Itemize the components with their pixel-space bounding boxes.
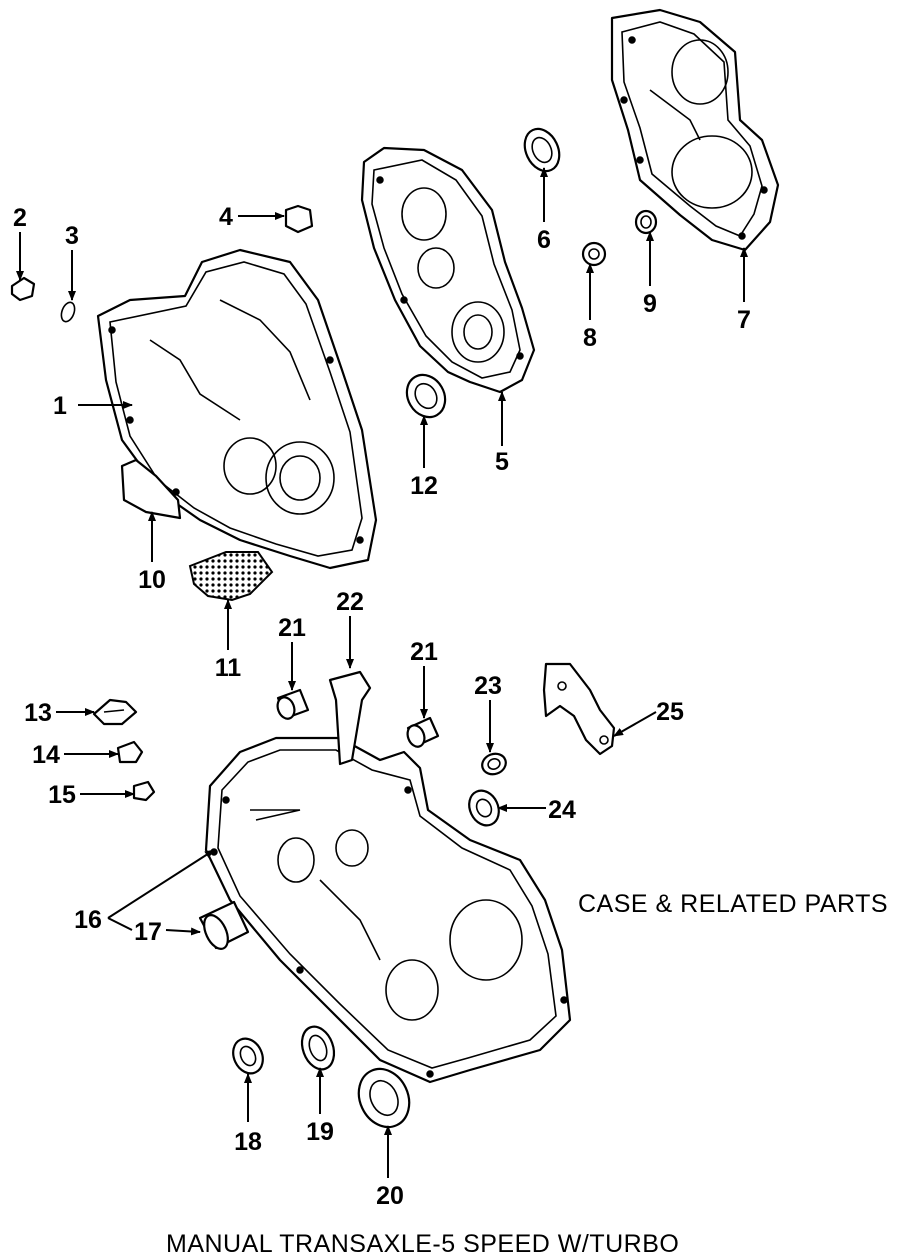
- callout-1: 1: [53, 392, 67, 420]
- part-2-bolt[interactable]: [10, 276, 36, 302]
- callout-25: 25: [656, 698, 684, 726]
- callout-16: 16: [74, 906, 102, 934]
- part-21-bushing-left[interactable]: [275, 688, 310, 721]
- part-20-bearing[interactable]: [350, 1061, 419, 1136]
- callout-19: 19: [306, 1118, 334, 1146]
- part-7-rear-cover[interactable]: [610, 8, 780, 252]
- callout-23: 23: [474, 672, 502, 700]
- part-16-transaxle-case[interactable]: [204, 736, 572, 1084]
- callout-8: 8: [583, 324, 597, 352]
- callout-24: 24: [548, 796, 576, 824]
- part-12-oil-seal[interactable]: [399, 368, 452, 424]
- callout-10: 10: [138, 566, 166, 594]
- part-4-plug[interactable]: [284, 204, 314, 234]
- part-8-bushing[interactable]: [581, 241, 607, 267]
- callout-6: 6: [537, 226, 551, 254]
- part-5-intermediate-plate[interactable]: [360, 146, 536, 394]
- part-15-plug[interactable]: [132, 780, 156, 802]
- leader-25: [613, 711, 657, 737]
- part-10-gasket-plate[interactable]: [120, 458, 182, 520]
- section-title: CASE & RELATED PARTS: [578, 890, 888, 918]
- part-23-seal[interactable]: [479, 750, 508, 777]
- callout-9: 9: [643, 290, 657, 318]
- callout-7: 7: [737, 306, 751, 334]
- part-25-bracket[interactable]: [542, 662, 616, 756]
- callout-3: 3: [65, 222, 79, 250]
- leader-16a: [107, 849, 215, 919]
- part-9-washer[interactable]: [634, 209, 658, 235]
- callout-2: 2: [13, 204, 27, 232]
- part-21-bushing-right[interactable]: [405, 716, 440, 749]
- part-3-o-ring[interactable]: [59, 301, 77, 324]
- diagram-caption: MANUAL TRANSAXLE-5 SPEED W/TURBO: [166, 1230, 679, 1258]
- part-6-oil-seal[interactable]: [518, 123, 566, 176]
- callout-12: 12: [410, 472, 438, 500]
- callout-13: 13: [24, 699, 52, 727]
- callout-17: 17: [134, 918, 162, 946]
- part-22-guide[interactable]: [328, 670, 372, 766]
- callout-15: 15: [48, 781, 76, 809]
- callout-21-right: 21: [410, 638, 438, 666]
- part-13-clip[interactable]: [92, 698, 138, 726]
- callout-4: 4: [219, 203, 233, 231]
- part-24-seal[interactable]: [464, 786, 505, 830]
- callout-11: 11: [215, 654, 242, 682]
- callout-14: 14: [32, 741, 60, 769]
- callout-21-left: 21: [278, 614, 306, 642]
- callout-22: 22: [336, 588, 364, 616]
- callout-20: 20: [376, 1182, 404, 1210]
- callout-18: 18: [234, 1128, 262, 1156]
- part-1-front-case[interactable]: [96, 248, 378, 570]
- part-14-plug[interactable]: [116, 740, 144, 764]
- leader-16b: [107, 917, 133, 931]
- leader-17: [165, 927, 201, 936]
- part-18-seal[interactable]: [228, 1034, 269, 1078]
- part-11-magnet-screen[interactable]: [188, 551, 274, 602]
- part-19-seal[interactable]: [296, 1022, 339, 1074]
- part-17-sleeve[interactable]: [198, 900, 250, 953]
- callout-5: 5: [495, 448, 509, 476]
